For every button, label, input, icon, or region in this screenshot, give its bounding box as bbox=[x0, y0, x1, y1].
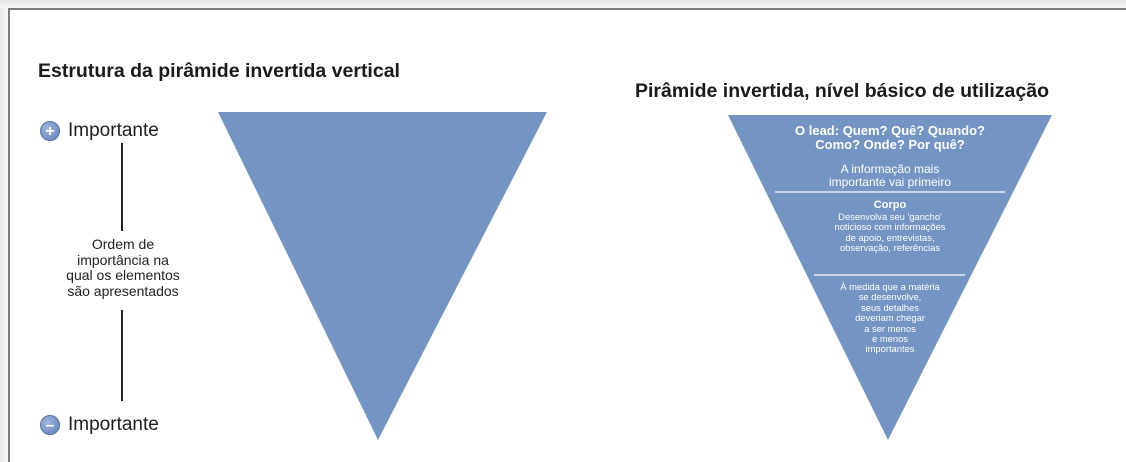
order-line-upper bbox=[121, 143, 123, 231]
bottom-importance-label: Importante bbox=[68, 414, 159, 435]
pyramid-lead-info: A informação mais importante vai primeir… bbox=[770, 163, 1010, 188]
top-importance-label: Importante bbox=[68, 120, 159, 141]
right-inverted-pyramid bbox=[728, 115, 1052, 440]
order-text-line: Ordem de bbox=[91, 236, 155, 252]
end-line: se desenvolve, bbox=[858, 291, 922, 303]
end-line: À medida que a matéria bbox=[840, 281, 940, 292]
pyramid-end-section: À medida que a matéria se desenvolve, se… bbox=[830, 281, 950, 355]
body-line: Desenvolva seu 'gancho' bbox=[838, 211, 942, 222]
order-text-line: qual os elementos bbox=[66, 267, 180, 283]
minus-circle-icon: – bbox=[40, 415, 60, 435]
end-line: deveriam chegar bbox=[855, 312, 925, 324]
end-line: e menos bbox=[872, 333, 908, 345]
end-line: a ser menos bbox=[864, 322, 916, 334]
order-text-line: importância na bbox=[77, 251, 169, 268]
order-text-line: são apresentados bbox=[67, 282, 179, 299]
lead-line: Como? Onde? Por quê? bbox=[815, 136, 965, 152]
lead-info-line: A informação mais bbox=[840, 162, 940, 176]
window-left-border bbox=[0, 8, 10, 462]
lead-line: O lead: Quem? Quê? Quando? bbox=[795, 123, 985, 138]
body-line: noticioso com informações bbox=[834, 221, 946, 233]
pyramid-body-section: Desenvolva seu 'gancho' noticioso com in… bbox=[790, 211, 990, 254]
order-line-lower bbox=[121, 310, 123, 401]
right-diagram-title: Pirâmide invertida, nível básico de util… bbox=[635, 80, 1049, 102]
body-line: de apoio, entrevistas, bbox=[845, 231, 935, 243]
end-line: importantes bbox=[865, 343, 915, 355]
window-top-border bbox=[0, 0, 1126, 10]
end-line: seus detalhes bbox=[861, 301, 919, 313]
lead-info-line: importante vai primeiro bbox=[828, 174, 952, 189]
left-inverted-pyramid bbox=[218, 112, 547, 440]
order-of-importance-text: Ordem de importância na qual os elemento… bbox=[58, 236, 188, 299]
plus-circle-icon: + bbox=[40, 121, 60, 141]
body-line: observação, referências bbox=[839, 242, 941, 254]
pyramid-lead-section: O lead: Quem? Quê? Quando? Como? Onde? P… bbox=[730, 124, 1050, 151]
top-importance-marker: + Importante bbox=[40, 118, 159, 144]
left-diagram-title: Estrutura da pirâmide invertida vertical bbox=[38, 60, 400, 82]
pyramid-body-title: Corpo bbox=[873, 199, 907, 211]
bottom-importance-marker: – Importante bbox=[40, 412, 159, 438]
